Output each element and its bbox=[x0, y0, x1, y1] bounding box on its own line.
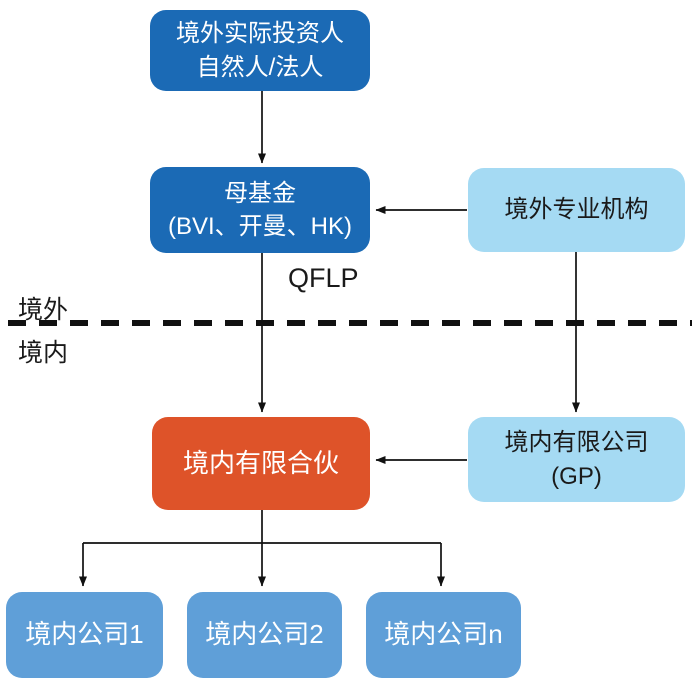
node-overseas-investor-line1: 境外实际投资人 bbox=[176, 20, 344, 48]
node-parent-fund: 母基金 (BVI、开曼、HK) bbox=[150, 167, 370, 253]
offshore-label: 境外 bbox=[18, 296, 69, 324]
node-domestic-company-2: 境内公司2 bbox=[187, 592, 342, 678]
node-overseas-professional: 境外专业机构 bbox=[468, 168, 685, 252]
node-domestic-limited-partnership-label: 境内有限合伙 bbox=[182, 447, 339, 478]
node-domestic-company-2-label: 境内公司2 bbox=[205, 619, 324, 650]
node-parent-fund-line1: 母基金 bbox=[224, 179, 296, 207]
node-domestic-gp-line1: 境内有限公司 bbox=[504, 429, 649, 457]
node-overseas-investor: 境外实际投资人 自然人/法人 bbox=[150, 10, 370, 91]
qflp-label: QFLP bbox=[288, 263, 359, 293]
node-domestic-limited-partnership: 境内有限合伙 bbox=[152, 417, 370, 510]
node-overseas-professional-label: 境外专业机构 bbox=[504, 196, 649, 224]
node-overseas-investor-line2: 自然人/法人 bbox=[196, 53, 324, 81]
onshore-label: 境内 bbox=[18, 339, 69, 367]
node-domestic-gp-company: 境内有限公司 (GP) bbox=[468, 417, 685, 502]
node-domestic-company-n: 境内公司n bbox=[366, 592, 521, 678]
node-domestic-company-1-label: 境内公司1 bbox=[25, 619, 144, 650]
node-parent-fund-line2: (BVI、开曼、HK) bbox=[167, 213, 352, 240]
node-domestic-gp-line2: (GP) bbox=[551, 462, 602, 490]
node-domestic-company-1: 境内公司1 bbox=[6, 592, 163, 678]
node-domestic-company-n-label: 境内公司n bbox=[384, 619, 503, 650]
